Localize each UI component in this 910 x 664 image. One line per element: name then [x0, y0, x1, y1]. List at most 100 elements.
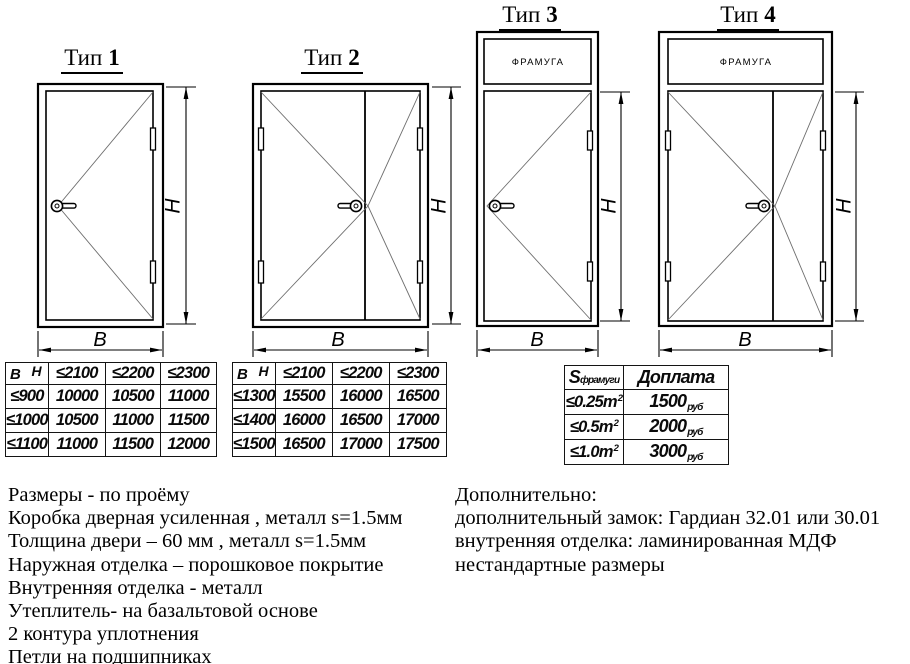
- height-label: H: [428, 198, 451, 214]
- swing-lines: [774, 91, 824, 321]
- door-leaf: [45, 90, 154, 321]
- row-header: ≤1000: [5, 408, 49, 433]
- note-line: Наружная отделка – порошковое покрытие: [8, 553, 384, 576]
- type-number: 2: [348, 45, 360, 70]
- table-header-row: Sфрамуги Доплата: [564, 365, 729, 390]
- width-label: B: [93, 329, 106, 351]
- table-cell: 16500: [274, 432, 333, 457]
- table-header-row: B H ≤2100 ≤2200 ≤2300: [232, 362, 447, 385]
- table-row: ≤1500 16500 17000 17500: [232, 432, 447, 457]
- door-type-3-drawing: ФРАМУГА H B: [475, 30, 630, 357]
- type-word: Тип: [502, 2, 541, 27]
- width-label: B: [530, 329, 543, 351]
- corner-header-cell: B H: [5, 362, 49, 385]
- area-cell: ≤0.25m2: [564, 389, 624, 415]
- table-cell: 10500: [47, 408, 106, 433]
- surcharge-header: Доплата: [623, 365, 729, 390]
- type-number: 4: [764, 2, 776, 27]
- table-cell: 16000: [274, 408, 333, 433]
- note-line: Размеры - по проёму: [8, 484, 190, 506]
- column-header: ≤2200: [104, 362, 161, 385]
- hinge-icon: [257, 127, 424, 284]
- table-row: ≤1100 11000 11500 12000: [5, 432, 217, 457]
- door-type-4-drawing: ФРАМУГА H: [657, 30, 864, 357]
- price-cell: 1500руб: [623, 389, 729, 415]
- door-frame: [475, 30, 600, 328]
- height-dimension-2: H: [428, 86, 461, 325]
- note-line: дополнительный замок: Гардиан 32.01 или …: [455, 507, 881, 530]
- table-cell: 11500: [104, 432, 161, 457]
- door-handle-icon: [745, 199, 771, 213]
- door-type-1-drawing: H B: [36, 82, 196, 357]
- note-line: Внутренняя отделка - металл: [8, 576, 263, 599]
- note-line: Утеплитель- на базальтовой основе: [8, 600, 318, 623]
- note-line: 2 контура уплотнения: [8, 623, 199, 646]
- table-row: ≤1.0m2 3000руб: [564, 439, 729, 465]
- column-header: ≤2300: [388, 362, 447, 385]
- table-cell: 11500: [159, 408, 217, 433]
- column-header: ≤2300: [159, 362, 217, 385]
- table-cell: 17500: [388, 432, 447, 457]
- height-label: H: [833, 198, 856, 214]
- row-header: ≤1500: [232, 432, 276, 457]
- table-cell: 12000: [159, 432, 217, 457]
- door-leaf: [483, 90, 592, 322]
- swing-lines: [367, 91, 421, 320]
- transom-surcharge-table: Sфрамуги Доплата ≤0.25m2 1500руб ≤0.5m2 …: [564, 365, 729, 465]
- height-dimension-1: H: [162, 86, 196, 325]
- table-cell: 17000: [331, 432, 390, 457]
- column-header: ≤2100: [47, 362, 106, 385]
- swing-lines: [486, 91, 592, 321]
- door-handle-icon: [337, 199, 363, 213]
- table-cell: 16500: [388, 384, 447, 409]
- hinge-icon: [664, 130, 827, 282]
- door-frame: [251, 82, 430, 329]
- corner-header-cell: B H: [232, 362, 276, 385]
- table-header-row: B H ≤2100 ≤2200 ≤2300: [5, 362, 217, 385]
- table-cell: 15500: [274, 384, 333, 409]
- width-dimension-3: B: [476, 329, 599, 357]
- note-line: Петли на подшипниках: [8, 646, 212, 664]
- door-frame: [657, 30, 834, 328]
- table-cell: 16500: [331, 408, 390, 433]
- row-header: ≤1400: [232, 408, 276, 433]
- height-dimension-3: H: [598, 91, 630, 322]
- row-header: ≤1300: [232, 384, 276, 409]
- height-label: H: [162, 198, 185, 214]
- table-cell: 17000: [388, 408, 447, 433]
- type-number: 3: [546, 2, 558, 27]
- table-row: ≤0.5m2 2000руб: [564, 414, 729, 440]
- table-cell: 16000: [331, 384, 390, 409]
- note-line: Толщина двери – 60 мм , металл s=1.5мм: [8, 530, 367, 553]
- height-axis-label: H: [258, 363, 268, 379]
- specs-notes: Размеры - по проёму Коробка дверная усил…: [8, 484, 448, 664]
- row-header: ≤900: [5, 384, 49, 409]
- row-header: ≤1100: [5, 432, 49, 457]
- table-row: ≤900 10000 10500 11000: [5, 384, 217, 409]
- table-cell: 11000: [104, 408, 161, 433]
- width-label: B: [331, 329, 344, 351]
- table-row: ≤1400 16000 16500 17000: [232, 408, 447, 433]
- type-number: 1: [108, 45, 120, 70]
- note-line: внутренняя отделка: ламинированная МДФ: [455, 530, 837, 553]
- note-line: нестандартные размеры: [455, 553, 665, 576]
- door-type-2-drawing: H B: [251, 82, 461, 357]
- transom-label: ФРАМУГА: [720, 57, 772, 68]
- width-dimension-4: B: [658, 329, 833, 357]
- door-frame: [36, 82, 165, 329]
- door-leaves: [667, 90, 824, 322]
- hinge-icon: [149, 127, 157, 284]
- type2-price-table: B H ≤2100 ≤2200 ≤2300 ≤1300 15500 16000 …: [232, 362, 447, 457]
- additional-options-notes: Дополнительно: дополнительный замок: Гар…: [455, 484, 910, 577]
- note-line: Дополнительно:: [455, 484, 597, 506]
- transom-panel: [483, 38, 592, 85]
- type1-price-table: B H ≤2100 ≤2200 ≤2300 ≤900 10000 10500 1…: [5, 362, 217, 457]
- width-dimension-1: B: [37, 329, 164, 357]
- price-cell: 2000руб: [623, 414, 729, 440]
- type-word: Тип: [720, 2, 759, 27]
- column-header: ≤2200: [331, 362, 390, 385]
